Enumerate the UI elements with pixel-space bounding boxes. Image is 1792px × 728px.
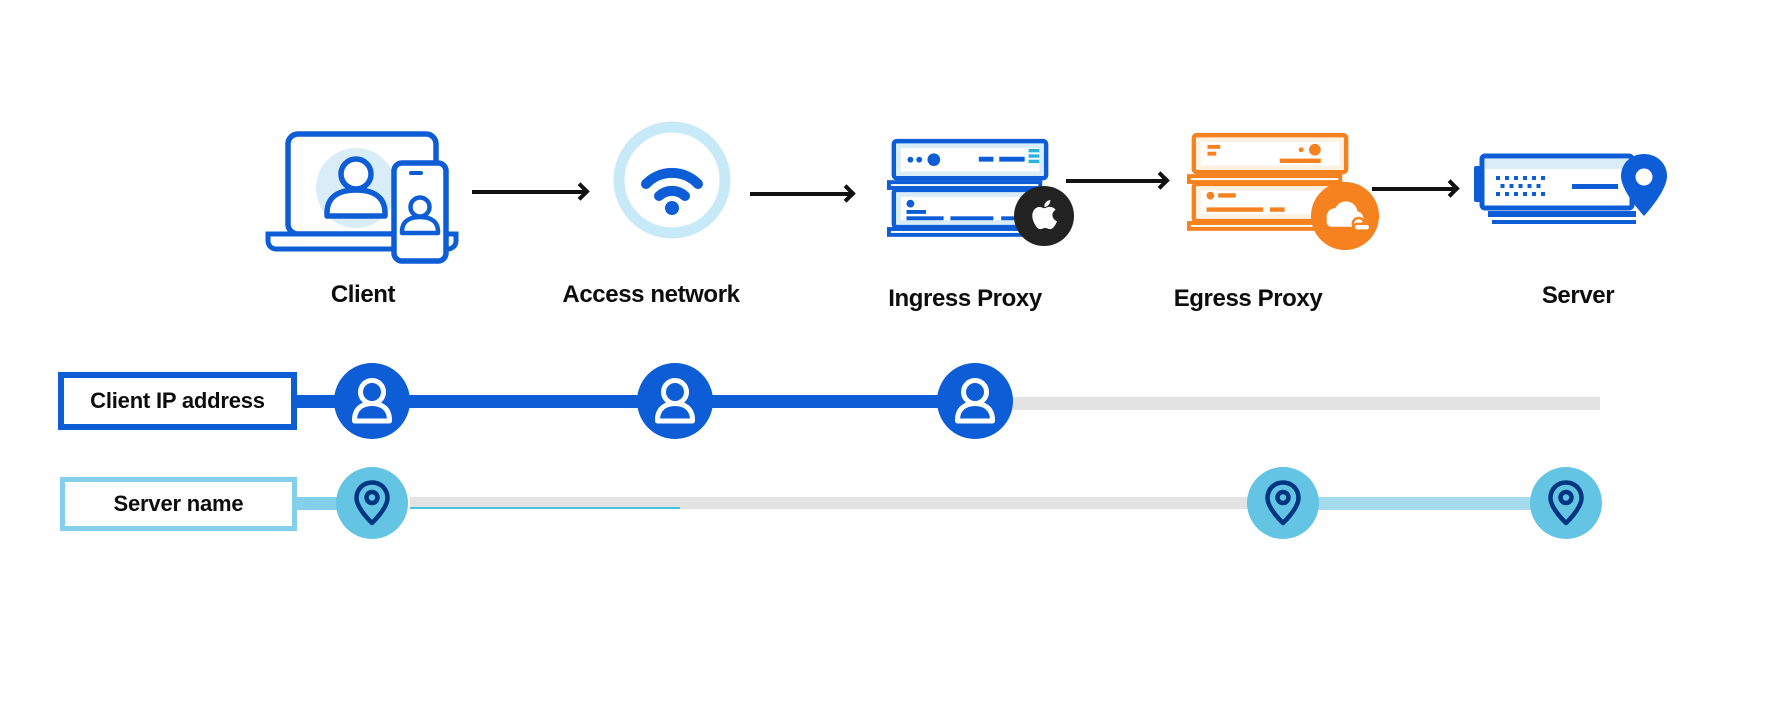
apple-logo-icon <box>1014 186 1074 246</box>
server-stack-icon <box>1186 132 1349 231</box>
node-label-access-network: Access network <box>562 281 740 308</box>
user-marker-icon <box>937 363 1013 439</box>
pin-marker-icon <box>336 467 408 539</box>
track-line-active <box>1283 497 1566 510</box>
pin-marker-icon <box>1530 467 1602 539</box>
flow-arrow-icon <box>1066 179 1164 183</box>
track-line-inactive <box>410 497 1255 509</box>
track-line-underline-accent <box>410 506 680 509</box>
track-label-box-server-name: Server name <box>60 477 297 531</box>
node-label-ingress-proxy: Ingress Proxy <box>888 285 1042 312</box>
flow-arrow-icon <box>1372 187 1454 191</box>
user-marker-icon <box>637 363 713 439</box>
flow-arrow-icon <box>750 192 850 196</box>
flow-arrow-icon <box>472 190 584 194</box>
server-location-icon <box>1474 153 1667 224</box>
track-line-inactive <box>975 397 1600 410</box>
laptop-user-icon <box>265 131 459 264</box>
wifi-icon <box>613 121 731 239</box>
node-label-server: Server <box>1541 282 1615 309</box>
track-label-box-client-ip: Client IP address <box>58 372 297 430</box>
node-label-egress-proxy: Egress Proxy <box>1173 285 1323 312</box>
track-line-active <box>290 395 980 408</box>
pin-marker-icon <box>1247 467 1319 539</box>
cloudflare-logo-icon <box>1310 181 1380 251</box>
node-label-client: Client <box>330 281 396 308</box>
user-marker-icon <box>334 363 410 439</box>
